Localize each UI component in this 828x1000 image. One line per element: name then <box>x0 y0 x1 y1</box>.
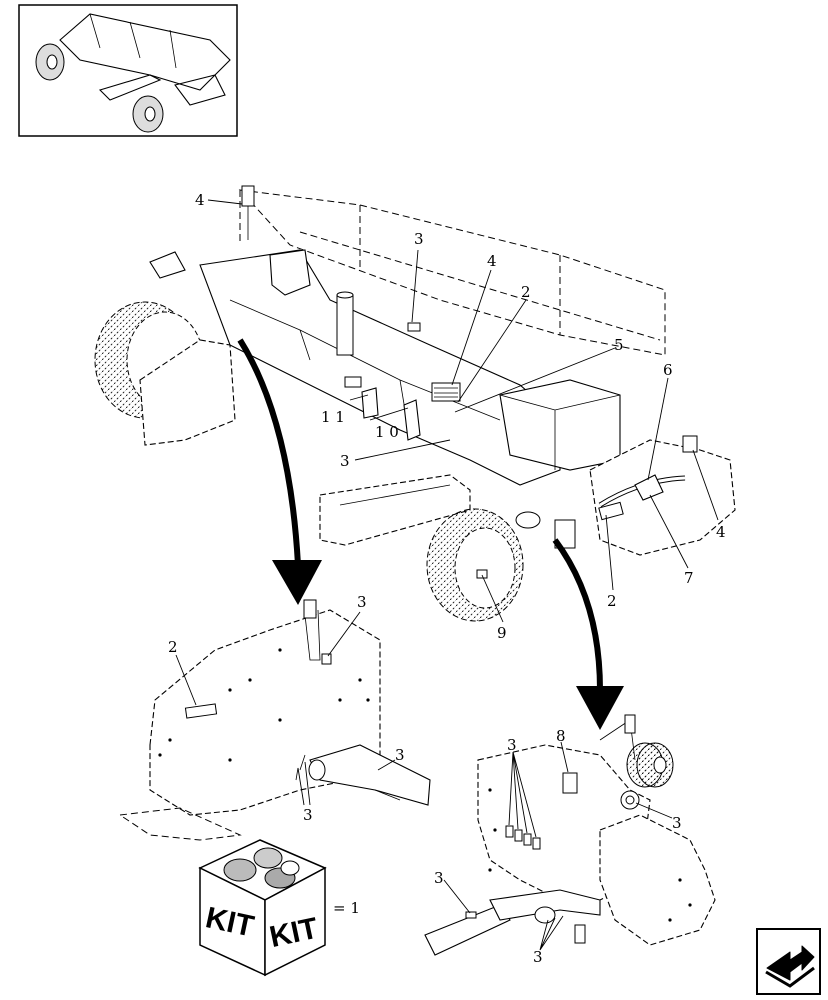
thumbnail-machine <box>35 13 231 133</box>
callout-2-mid: 2 <box>521 283 531 301</box>
detail-right-callout-3-top: 3 <box>507 736 517 754</box>
decal-4-frame <box>431 382 461 402</box>
main-machine-view <box>94 185 736 622</box>
detail-right-assembly <box>424 714 716 956</box>
right-gearbox <box>499 379 621 471</box>
callout-4-mid: 4 <box>487 252 497 270</box>
detail-right-leaders <box>443 741 673 951</box>
detail-left-callout-2: 2 <box>168 638 178 656</box>
detail-right-callouts: 3 8 3 3 3 <box>434 727 682 966</box>
main-frame <box>199 249 561 486</box>
callout-2-low: 2 <box>607 592 617 610</box>
right-wheel <box>426 508 524 622</box>
next-page-button[interactable] <box>756 928 821 995</box>
arrow-next-icon <box>765 945 815 988</box>
callout-6: 6 <box>663 361 673 379</box>
callout-9: 9 <box>497 624 507 642</box>
detail-right-callout-3-left: 3 <box>434 869 444 887</box>
detail-left-callout-3-right: 3 <box>395 746 405 764</box>
main-leader-lines <box>207 199 719 623</box>
callout-4-right: 4 <box>716 523 726 541</box>
detail-left-callout-3-bottom: 3 <box>303 806 313 824</box>
detail-left-callout-3-top: 3 <box>357 593 367 611</box>
callout-3-left: 3 <box>340 452 350 470</box>
callout-10: 1 0 <box>375 423 399 441</box>
callout-5: 5 <box>614 336 624 354</box>
main-callouts: 4 3 4 2 5 6 1 1 1 0 3 4 7 2 9 <box>195 191 726 642</box>
overview-thumbnail <box>18 4 238 137</box>
detail-left-leaders <box>175 611 396 806</box>
callout-4-top: 4 <box>195 191 205 209</box>
detail-right-callout-3-right: 3 <box>672 814 682 832</box>
detail-left-callouts: 3 2 3 3 <box>168 593 405 824</box>
header-beam-outline <box>238 189 666 356</box>
callout-11: 1 1 <box>321 408 345 426</box>
detail-arrows <box>237 338 624 730</box>
kit-box-icon: KIT KIT <box>198 839 327 977</box>
callout-7: 7 <box>684 569 694 587</box>
detail-right-callout-8: 8 <box>556 727 566 745</box>
kit-quantity: = 1 <box>333 899 360 917</box>
drum-roller <box>626 742 674 788</box>
callout-3-top: 3 <box>414 230 424 248</box>
detail-right-callout-3-bottom: 3 <box>533 948 543 966</box>
detail-left-shield <box>118 599 431 841</box>
